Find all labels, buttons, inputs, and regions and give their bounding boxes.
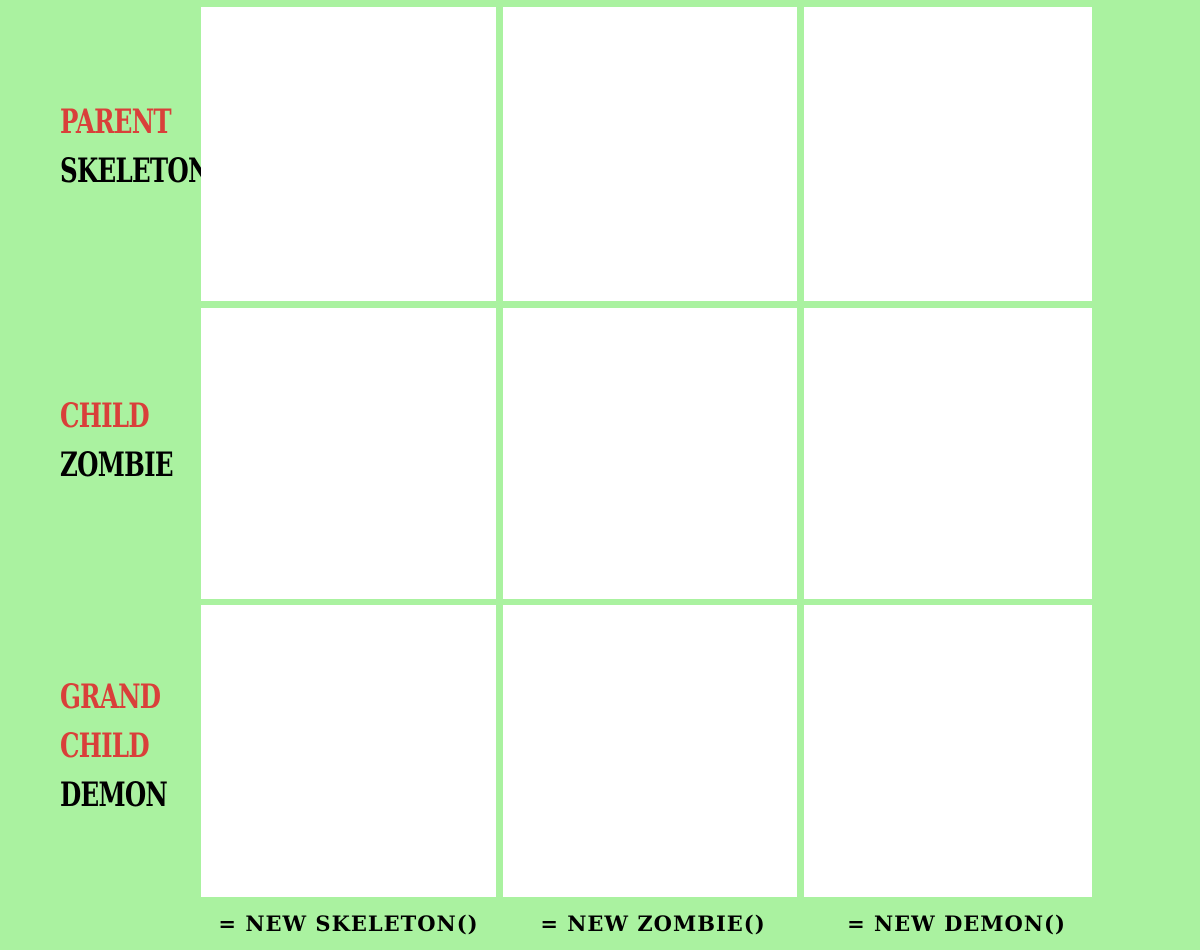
grid-cell-grandchild-zombie bbox=[503, 605, 797, 897]
grid-cell-grandchild-skeleton bbox=[201, 605, 496, 897]
grid-cell-parent-zombie bbox=[503, 7, 797, 301]
grid-cell-grandchild-demon bbox=[804, 605, 1092, 897]
grid-cell-child-skeleton bbox=[201, 308, 496, 599]
relation-label: PARENT bbox=[60, 102, 172, 142]
class-name-label: SKELETON bbox=[60, 151, 210, 191]
grid-cell-parent-demon bbox=[804, 7, 1092, 301]
row-label-zombie: CHILD ZOMBIE bbox=[60, 392, 200, 490]
grid-cell-child-zombie bbox=[503, 308, 797, 599]
relation-label: CHILD bbox=[60, 396, 150, 436]
column-label-demon: = NEW DEMON() bbox=[847, 911, 1066, 936]
relation-label: GRAND bbox=[60, 677, 161, 717]
row-label-skeleton: PARENT SKELETON bbox=[60, 98, 210, 196]
grid-cell-parent-skeleton bbox=[201, 7, 496, 301]
column-label-zombie: = NEW ZOMBIE() bbox=[540, 911, 766, 936]
class-name-label: DEMON bbox=[60, 775, 168, 815]
column-label-skeleton: = NEW SKELETON() bbox=[218, 911, 479, 936]
row-label-demon: GRAND CHILD DEMON bbox=[60, 673, 200, 820]
relation-label: CHILD bbox=[60, 726, 150, 766]
grid-cell-child-demon bbox=[804, 308, 1092, 599]
class-name-label: ZOMBIE bbox=[60, 445, 174, 485]
